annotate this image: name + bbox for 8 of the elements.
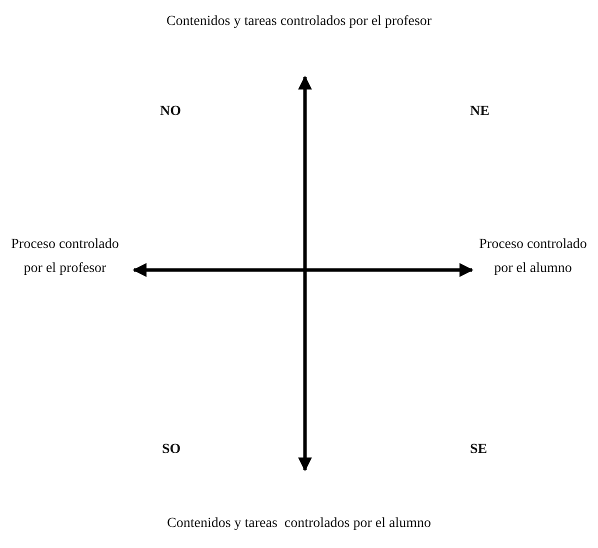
quadrant-label: SE — [470, 441, 488, 459]
axis-label: Contenidos y tareas controlados por el alumno — [166, 515, 432, 533]
axis-label: Proceso controlado por el profesor — [10, 236, 120, 278]
quadrant-label: NE — [470, 103, 490, 121]
quadrant-label: NO — [160, 103, 182, 121]
quadrant-label: SO — [162, 441, 182, 459]
axis-label: Contenidos y tareas controlados por el profesor — [165, 13, 433, 31]
axis-label: Proceso controlado por el alumno — [478, 236, 588, 278]
